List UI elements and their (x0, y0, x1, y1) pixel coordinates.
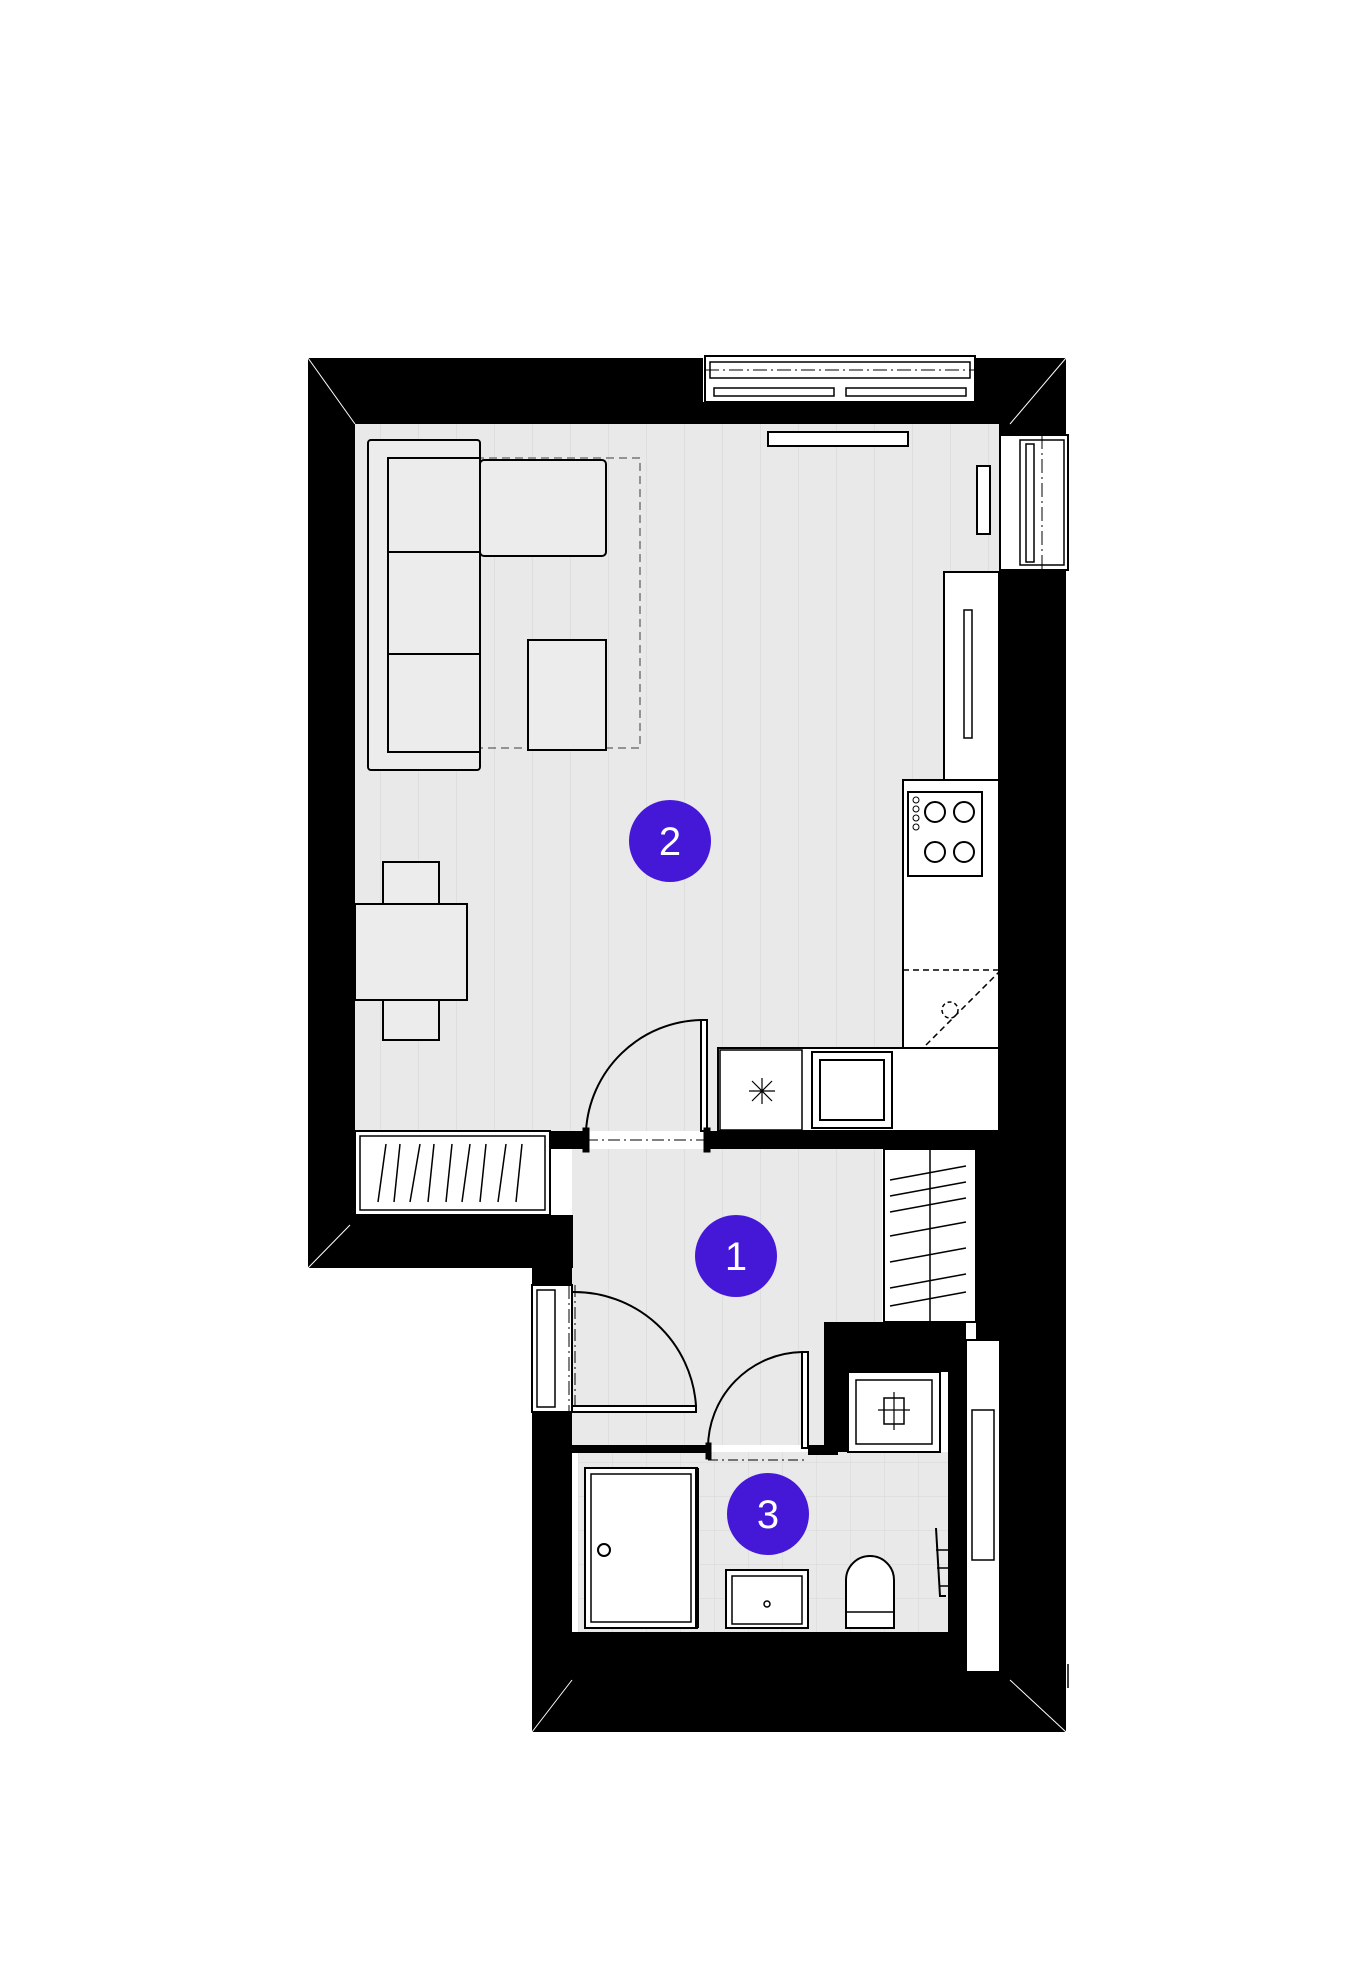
wall-top-under-window (698, 402, 976, 424)
doors (571, 1019, 809, 1461)
wall-top-left (308, 358, 703, 424)
window-hall-left (531, 1284, 573, 1413)
toilet (845, 1555, 895, 1629)
kitchen (717, 571, 1000, 1132)
wall-wardrobe-right (976, 1149, 999, 1341)
room-badge-3-label: 3 (757, 1493, 779, 1537)
room-badge-1: 1 (695, 1215, 777, 1297)
wall-hall-bath-right (808, 1445, 838, 1455)
room-badge-3-circle (727, 1473, 809, 1555)
wardrobe-living (354, 1130, 551, 1216)
door-bathroom (705, 1351, 809, 1461)
room-badges: 1 2 3 (629, 800, 809, 1555)
room-badge-2-label: 2 (659, 820, 681, 864)
door-entrance (571, 1285, 697, 1413)
room-badge-1-circle (695, 1215, 777, 1297)
window-bathroom-right (965, 1339, 1001, 1673)
tv-shelf (767, 431, 909, 447)
dining-chair-bottom (382, 997, 440, 1041)
wall-living-hall-right (706, 1131, 999, 1149)
wall-right (999, 570, 1066, 1732)
wall-bottom-left (308, 1215, 573, 1268)
bathroom (584, 1371, 948, 1629)
furniture-living (354, 431, 991, 1216)
bath-sink (725, 1569, 809, 1629)
washing-machine (811, 1051, 893, 1129)
door-living (582, 1019, 711, 1153)
hallway-furniture (883, 1148, 977, 1323)
radiator (976, 465, 991, 535)
window-right (999, 434, 1069, 571)
wardrobe-hall (883, 1148, 977, 1323)
dining-table (354, 903, 468, 1001)
room-badge-1-label: 1 (725, 1235, 747, 1279)
cooktop (907, 791, 983, 877)
room-badge-2-circle (629, 800, 711, 882)
coffee-table (527, 639, 607, 751)
boiler (847, 1371, 941, 1453)
wall-left (308, 358, 355, 1268)
windows (531, 355, 1069, 1673)
fridge (719, 1049, 803, 1131)
kitchen-sink-corner (903, 969, 1000, 1046)
sofa (367, 439, 607, 771)
floors (355, 424, 999, 1632)
room-badge-3: 3 (727, 1473, 809, 1555)
kitchen-tall-handle (963, 609, 973, 739)
wall-shaft-left (824, 1322, 848, 1452)
wall-hall-bath-left (572, 1445, 708, 1453)
rug (371, 457, 641, 749)
wall-shaft-right (948, 1322, 966, 1632)
wall-hall-left-upper (532, 1215, 572, 1285)
dining-chair-top (382, 861, 440, 905)
wall-corner-details (307, 357, 1067, 1733)
room-badge-2: 2 (629, 800, 711, 882)
shower (584, 1467, 699, 1629)
window-top (704, 355, 976, 403)
towel-rail (935, 1527, 948, 1597)
